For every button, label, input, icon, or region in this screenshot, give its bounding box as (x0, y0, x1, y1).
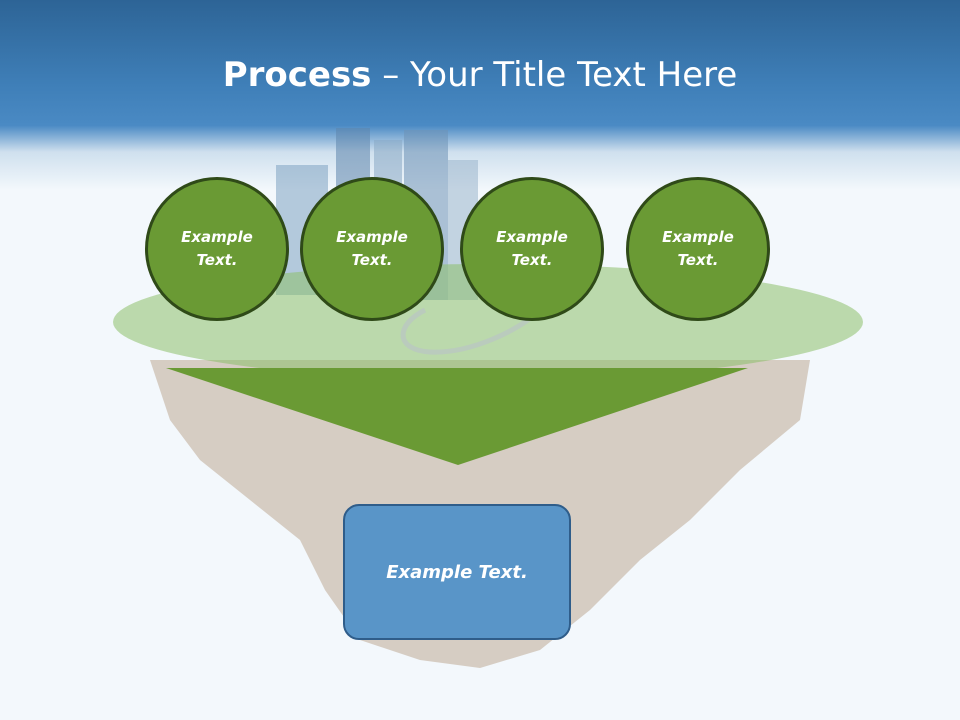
step-circle-4: Example Text. (626, 177, 770, 321)
funnel-triangle (166, 368, 748, 465)
slide-title: Process – Your Title Text Here (0, 52, 960, 98)
step-2-text: Example Text. (336, 228, 408, 269)
step-circle-3: Example Text. (460, 177, 604, 321)
step-circle-2: Example Text. (300, 177, 444, 321)
result-box: Example Text. (343, 504, 571, 640)
step-3-text: Example Text. (496, 228, 568, 269)
result-text: Example Text. (386, 561, 528, 583)
step-circle-1: Example Text. (145, 177, 289, 321)
island-road (400, 307, 542, 355)
title-banner (0, 0, 960, 190)
title-rest: – Your Title Text Here (371, 55, 738, 95)
title-bold: Process (222, 55, 372, 95)
step-4-text: Example Text. (662, 228, 734, 269)
step-1-text: Example Text. (181, 228, 253, 269)
